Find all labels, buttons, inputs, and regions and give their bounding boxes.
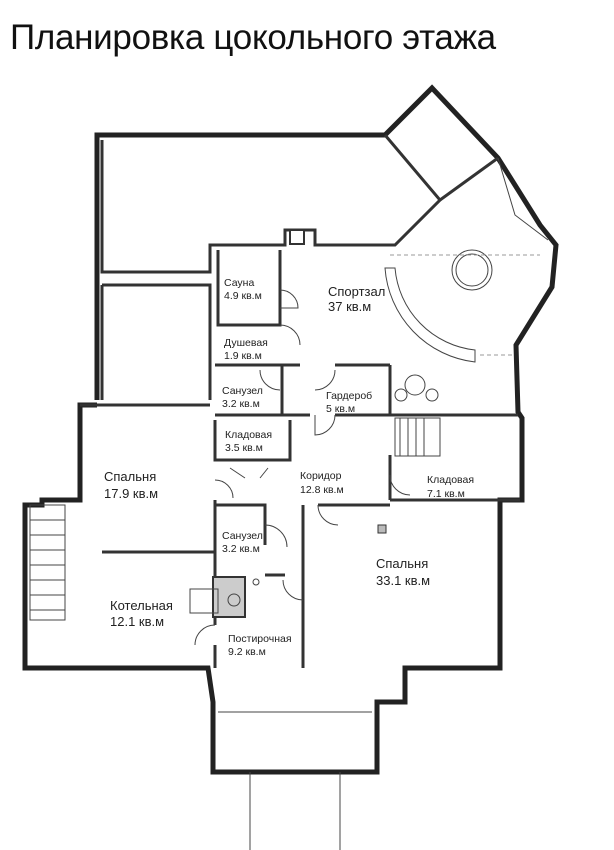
room-label-boiler-room: Котельная 12.1 кв.м (110, 598, 173, 629)
svg-text:Кладовая: Кладовая (225, 429, 272, 441)
svg-text:3.2 кв.м: 3.2 кв.м (222, 543, 260, 555)
svg-text:Спальня: Спальня (376, 556, 428, 571)
doors (194, 289, 411, 646)
svg-text:Постирочная: Постирочная (228, 633, 292, 645)
outer-walls (22, 84, 559, 775)
svg-text:12.8 кв.м: 12.8 кв.м (300, 484, 344, 496)
svg-text:1.9 кв.м: 1.9 кв.м (224, 350, 262, 362)
svg-text:Санузел: Санузел (222, 530, 263, 542)
svg-text:17.9 кв.м: 17.9 кв.м (104, 486, 158, 501)
gym-features (384, 249, 540, 402)
room-label-storage-1: Кладовая 3.5 кв.м (225, 429, 272, 454)
svg-text:Коридор: Коридор (300, 470, 342, 482)
stairs (29, 417, 441, 850)
room-label-wardrobe: Гардероб 5 кв.м (326, 390, 372, 415)
room-label-shower: Душевая 1.9 кв.м (224, 337, 268, 362)
svg-text:5 кв.м: 5 кв.м (326, 403, 355, 415)
svg-text:4.9 кв.м: 4.9 кв.м (224, 290, 262, 302)
svg-text:Гардероб: Гардероб (326, 390, 372, 402)
room-label-gym: Спортзал 37 кв.м (328, 284, 385, 314)
page-title: Планировка цокольного этажа (10, 18, 496, 57)
room-label-laundry: Постирочная 9.2 кв.м (228, 633, 292, 658)
svg-text:Спальня: Спальня (104, 469, 156, 484)
svg-text:3.2 кв.м: 3.2 кв.м (222, 398, 260, 410)
svg-text:Кладовая: Кладовая (427, 474, 474, 486)
room-label-bathroom-2: Санузел 3.2 кв.м (222, 530, 263, 555)
svg-text:7.1 кв.м: 7.1 кв.м (427, 488, 465, 500)
room-label-bedroom-2: Спальня 33.1 кв.м (376, 556, 430, 588)
room-label-storage-2: Кладовая 7.1 кв.м (427, 474, 474, 500)
svg-text:Душевая: Душевая (224, 337, 268, 349)
room-label-corridor: Коридор 12.8 кв.м (300, 470, 344, 496)
svg-text:Санузел: Санузел (222, 385, 263, 397)
svg-text:9.2 кв.м: 9.2 кв.м (228, 646, 266, 658)
svg-text:3.5 кв.м: 3.5 кв.м (225, 442, 263, 454)
svg-text:33.1 кв.м: 33.1 кв.м (376, 573, 430, 588)
room-label-bedroom-1: Спальня 17.9 кв.м (104, 469, 158, 501)
interior-walls (80, 229, 520, 668)
svg-text:Сауна: Сауна (224, 277, 254, 289)
svg-text:Котельная: Котельная (110, 598, 173, 613)
room-label-sauna: Сауна 4.9 кв.м (224, 277, 262, 302)
svg-text:37 кв.м: 37 кв.м (328, 299, 371, 314)
room-label-bathroom-1: Санузел 3.2 кв.м (222, 385, 263, 410)
svg-text:12.1 кв.м: 12.1 кв.м (110, 614, 164, 629)
svg-text:Спортзал: Спортзал (328, 284, 385, 299)
